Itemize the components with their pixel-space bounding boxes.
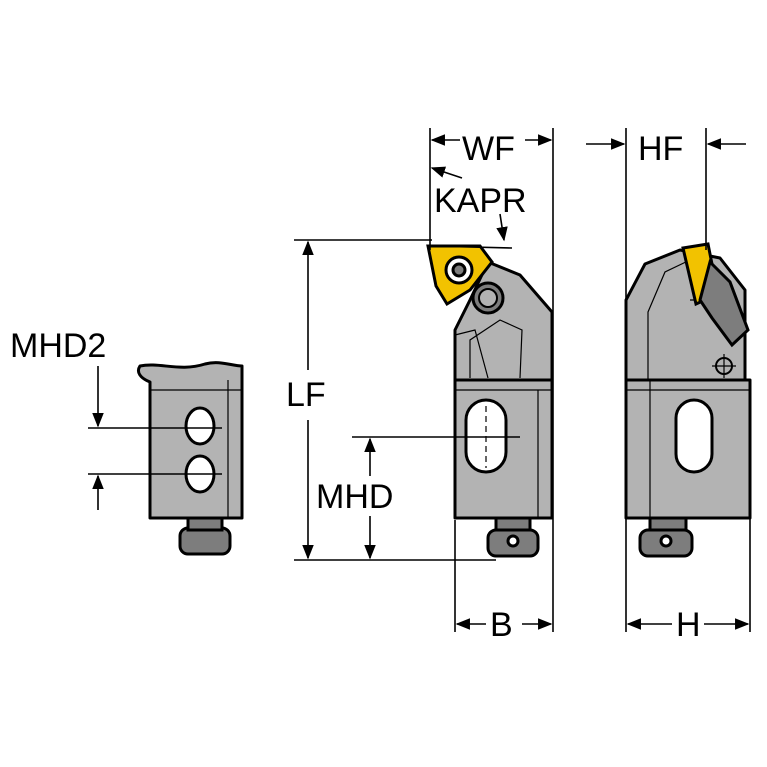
kapr-arrow-bottom [496, 213, 508, 242]
kapr-label: KAPR [434, 182, 527, 220]
side-view [624, 242, 752, 558]
mhd2-hole-upper [184, 406, 216, 446]
wf-label: WF [462, 130, 515, 168]
lf-label: LF [286, 376, 326, 414]
h-label: H [676, 606, 701, 644]
kapr-arrow-top [430, 166, 463, 179]
hf-label: HF [638, 130, 683, 168]
side-view-slot [674, 398, 714, 474]
mhd-label: MHD [316, 478, 393, 516]
front-view [426, 244, 554, 558]
left-end-view: MHD2 [10, 327, 244, 556]
b-label: B [490, 606, 513, 644]
mhd2-label: MHD2 [10, 327, 106, 365]
left-view-foot [178, 526, 232, 556]
